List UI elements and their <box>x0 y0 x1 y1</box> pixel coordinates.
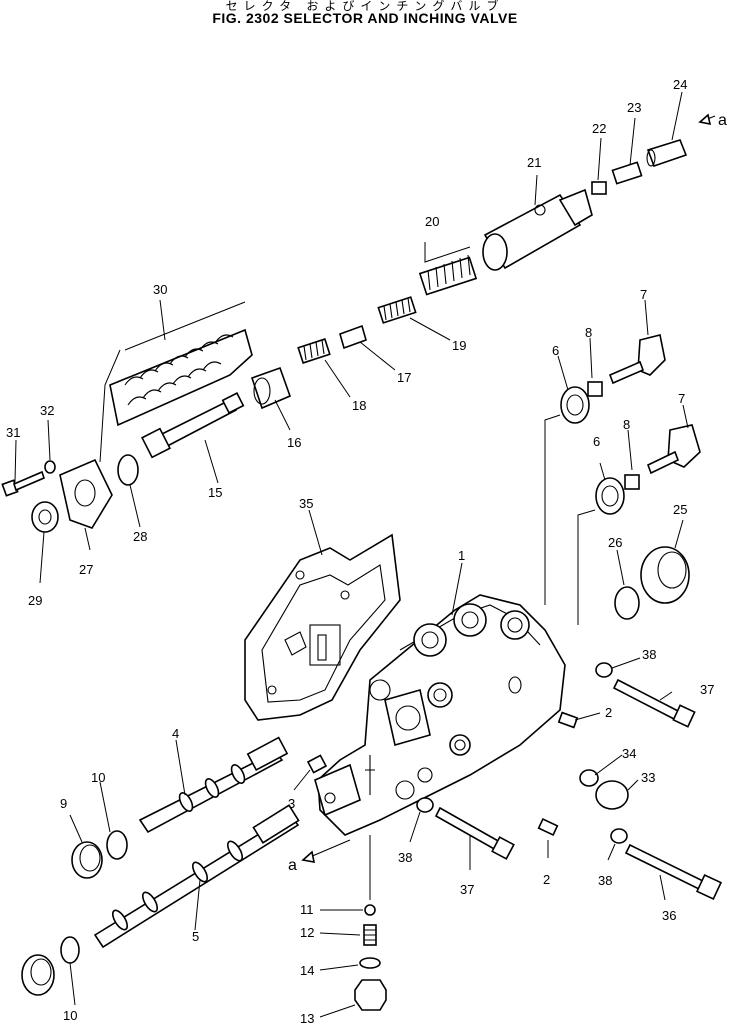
label-8b: 8 <box>623 417 630 432</box>
label-28: 28 <box>133 529 147 544</box>
cover-27 <box>59 458 113 529</box>
leader-lines <box>14 91 689 1018</box>
label-35: 35 <box>299 496 313 511</box>
label-38b: 38 <box>398 850 412 865</box>
label-38: 38 <box>642 647 656 662</box>
label-11: 11 <box>300 902 314 917</box>
label-37: 37 <box>700 682 714 697</box>
label-7: 7 <box>640 287 647 302</box>
o-ring-28 <box>117 454 139 486</box>
label-4: 4 <box>172 726 179 741</box>
spool-15 <box>141 392 245 459</box>
label-5: 5 <box>192 929 199 944</box>
label-37b: 37 <box>460 882 474 897</box>
label-10b: 10 <box>63 1008 77 1023</box>
label-24: 24 <box>673 77 687 92</box>
plug-2-lower <box>537 818 559 836</box>
label-a-bottom: a <box>288 857 297 874</box>
label-31: 31 <box>6 425 20 440</box>
label-2: 2 <box>605 705 612 720</box>
bolt-37-lower <box>434 806 515 860</box>
label-26: 26 <box>608 535 622 550</box>
bearing-6-lower <box>595 477 625 515</box>
bolt-36 <box>624 843 723 901</box>
label-17: 17 <box>397 370 411 385</box>
o-ring-10-lower <box>60 936 80 964</box>
stopper-17 <box>339 324 367 350</box>
sleeve-24 <box>646 139 688 168</box>
plug-33 <box>595 780 629 810</box>
label-36: 36 <box>662 908 676 923</box>
label-2b: 2 <box>543 872 550 887</box>
label-32: 32 <box>40 403 54 418</box>
label-27: 27 <box>79 562 93 577</box>
label-8: 8 <box>585 325 592 340</box>
piston-21 <box>482 188 593 271</box>
label-38c: 38 <box>598 873 612 888</box>
bolt-37-upper <box>612 678 696 728</box>
washer-38-c <box>610 828 628 844</box>
label-33: 33 <box>641 770 655 785</box>
label-a-top: a <box>718 112 727 129</box>
label-1: 1 <box>458 548 465 563</box>
label-19: 19 <box>452 338 466 353</box>
label-6: 6 <box>552 343 559 358</box>
label-3: 3 <box>288 796 295 811</box>
spring-3 <box>306 754 328 774</box>
washer-38-b <box>416 797 434 813</box>
label-34: 34 <box>622 746 636 761</box>
gasket-35 <box>244 533 401 721</box>
part-labels: 1 2 2 3 4 5 6 6 7 7 8 8 9 10 10 11 12 13… <box>6 77 727 1026</box>
label-9: 9 <box>60 796 67 811</box>
label-16: 16 <box>287 435 301 450</box>
bolt-31 <box>1 470 45 497</box>
label-25: 25 <box>673 502 687 517</box>
spool-4 <box>138 736 289 834</box>
o-ring-14 <box>359 957 381 969</box>
bushing-29 <box>31 501 59 533</box>
plate-stack-30 <box>109 328 253 427</box>
label-18: 18 <box>352 398 366 413</box>
washer-32 <box>44 460 56 474</box>
plug-25 <box>640 546 690 604</box>
valve-body-1 <box>314 594 566 836</box>
o-ring-10-upper <box>106 830 128 860</box>
plug-9 <box>71 841 103 879</box>
label-21: 21 <box>527 155 541 170</box>
label-29: 29 <box>28 593 42 608</box>
label-7b: 7 <box>678 391 685 406</box>
label-6b: 6 <box>593 434 600 449</box>
spool-5 <box>93 804 300 949</box>
nut-8-lower <box>624 474 640 490</box>
spring-18 <box>297 338 331 364</box>
label-12: 12 <box>300 925 314 940</box>
label-15: 15 <box>208 485 222 500</box>
o-ring-34 <box>579 769 599 787</box>
o-ring-26 <box>614 586 640 620</box>
japanese-title: セレクタ およびインチングバルブ <box>225 0 505 13</box>
washer-38-a <box>595 662 613 678</box>
bearing-6-upper <box>560 386 590 424</box>
plug-22 <box>591 181 607 195</box>
plug-2-upper <box>557 711 579 729</box>
label-13: 13 <box>300 1011 314 1026</box>
plug-13 <box>354 979 387 1011</box>
ball-11 <box>364 904 376 916</box>
label-10: 10 <box>91 770 105 785</box>
label-22: 22 <box>592 121 606 136</box>
label-20: 20 <box>425 214 439 229</box>
nut-8-upper <box>587 381 603 397</box>
label-14: 14 <box>300 963 314 978</box>
figure-title: FIG. 2302 SELECTOR AND INCHING VALVE <box>212 10 518 26</box>
plug-10-lower <box>21 954 55 996</box>
label-23: 23 <box>627 100 641 115</box>
spring-23 <box>611 161 643 185</box>
label-30: 30 <box>153 282 167 297</box>
